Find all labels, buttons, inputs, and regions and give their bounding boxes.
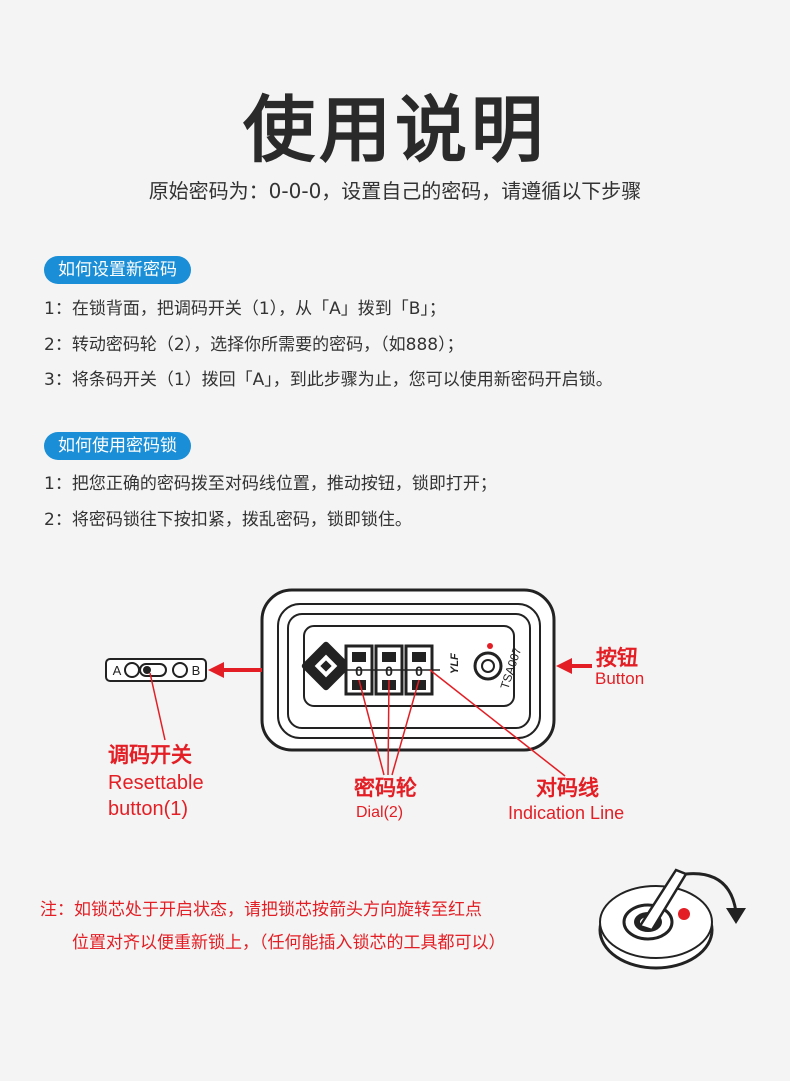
arrow-to-switch [208, 662, 262, 678]
use-step-1: 1：把您正确的密码拨至对码线位置，推动按钮，锁即打开； [44, 474, 497, 494]
reset-label-cn: 调码开关 [108, 743, 192, 767]
reset-switch[interactable] [105, 658, 207, 682]
switch-label-b: B [192, 663, 201, 678]
brand-logo [301, 641, 351, 691]
indication-label-en: Indication Line [508, 803, 624, 823]
set-password-heading: 如何设置新密码 [44, 256, 191, 284]
dial-pointer-3 [391, 679, 420, 776]
use-step-2: 2：将密码锁往下按扣紧，拨乱密码，锁即锁住。 [44, 510, 412, 530]
button-label-en: Button [595, 669, 644, 688]
note-line-1: 注：如锁芯处于开启状态，请把锁芯按箭头方向旋转至红点 [40, 900, 482, 920]
set-step-2: 2：转动密码轮（2），选择你所需要的密码，（如888）； [44, 335, 464, 355]
dial-3-digit: 0 [415, 663, 423, 679]
set-step-3: 3：将条码开关（1）拨回「A」，到此步骤为止，您可以使用新密码开启锁。 [44, 370, 613, 390]
set-step-1: 1：在锁背面，把调码开关（1），从「A」拨到「B」； [44, 299, 446, 319]
switch-label-a: A [113, 663, 122, 678]
dial-pointer-1 [358, 679, 385, 776]
tsa-keyhole [473, 643, 503, 681]
note-line-2: 位置对齐以便重新锁上，（任何能插入锁芯的工具都可以） [72, 933, 506, 953]
indication-pointer [429, 669, 566, 777]
lock-cylinder-illustration [598, 868, 746, 970]
dial-1-digit: 0 [355, 663, 363, 679]
use-lock-heading: 如何使用密码锁 [44, 432, 191, 460]
reset-pointer [149, 672, 166, 741]
rotate-arrow-icon [685, 872, 738, 913]
reset-label-en-2: button(1) [108, 798, 188, 820]
dial-label-en: Dial(2) [356, 804, 403, 821]
button-label-cn: 按钮 [596, 646, 638, 670]
page-subtitle: 原始密码为：0-0-0，设置自己的密码，请遵循以下步骤 [148, 179, 642, 203]
brand-text: YLF [449, 653, 461, 674]
red-dot-icon [678, 908, 690, 920]
reset-label-en-1: Resettable [108, 772, 204, 794]
dial-2-digit: 0 [385, 663, 393, 679]
page-title: 使用说明 [242, 88, 547, 172]
dial-pointer-2 [387, 679, 390, 776]
lock-diagram: 0 0 0 YLF TSA007 A B 调码 [105, 588, 644, 823]
dial-label-cn: 密码轮 [354, 776, 417, 800]
indication-label-cn: 对码线 [536, 776, 599, 800]
arrow-to-button [556, 658, 592, 674]
